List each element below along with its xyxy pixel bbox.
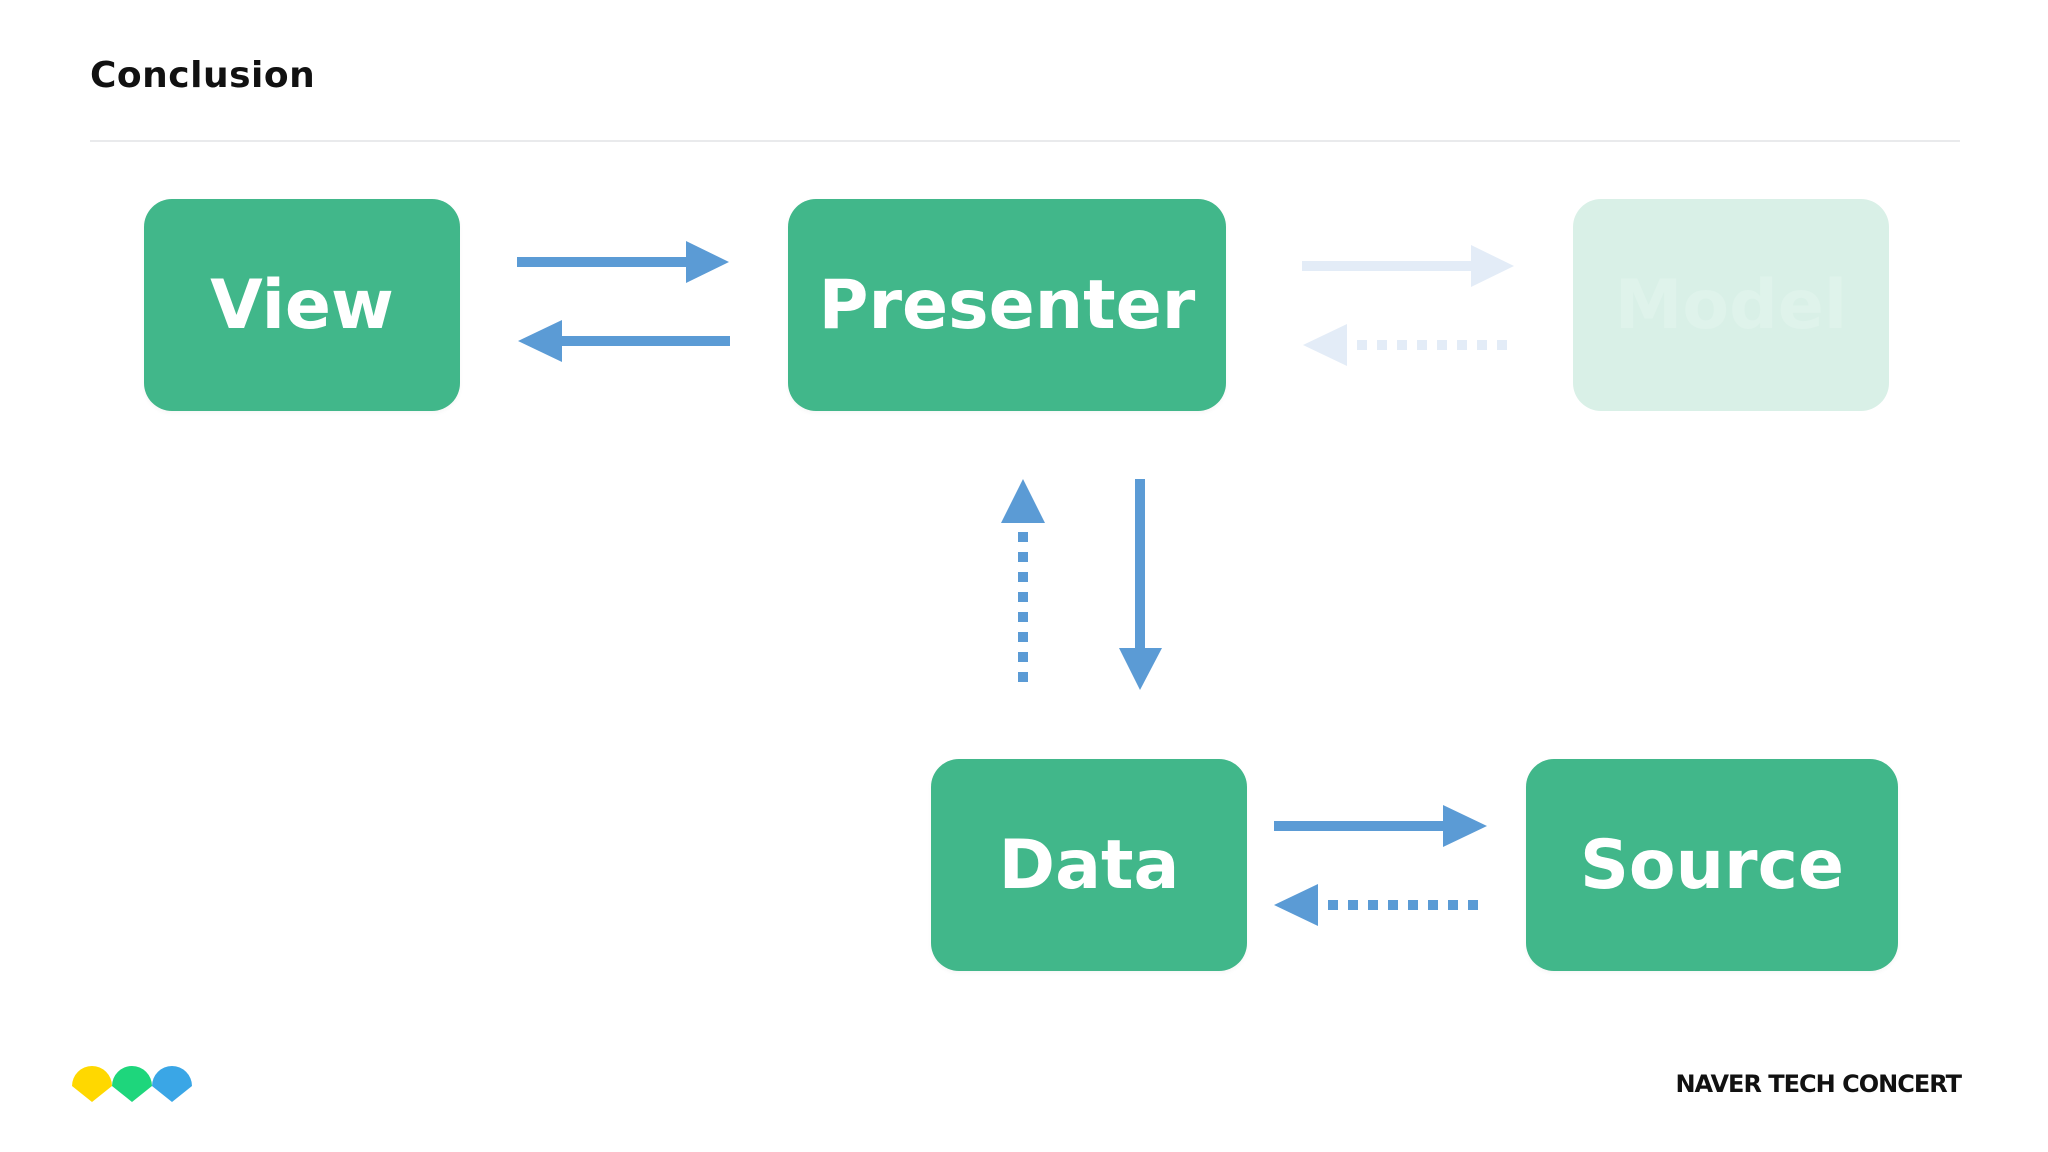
presenter-node: Presenter bbox=[788, 199, 1226, 411]
data-node: Data bbox=[931, 759, 1247, 971]
arrow-presenter-to-model bbox=[1302, 245, 1514, 287]
arrow-model-to-presenter bbox=[1303, 324, 1516, 366]
arrow-data-to-presenter bbox=[1001, 479, 1045, 692]
view-node: View bbox=[144, 199, 460, 411]
title-divider bbox=[90, 140, 1960, 142]
slide-title: Conclusion bbox=[90, 55, 316, 96]
arrow-presenter-to-data bbox=[1119, 479, 1162, 690]
footer-brand: NAVER TECH CONCERT bbox=[1675, 1070, 1962, 1098]
arrow-data-to-source bbox=[1274, 805, 1487, 847]
naver-d2-logo bbox=[72, 1066, 192, 1102]
source-node: Source bbox=[1526, 759, 1898, 971]
arrow-presenter-to-view bbox=[518, 320, 730, 362]
arrow-source-to-data bbox=[1274, 884, 1487, 926]
model-node: Model bbox=[1573, 199, 1889, 411]
arrow-view-to-presenter bbox=[517, 241, 729, 283]
